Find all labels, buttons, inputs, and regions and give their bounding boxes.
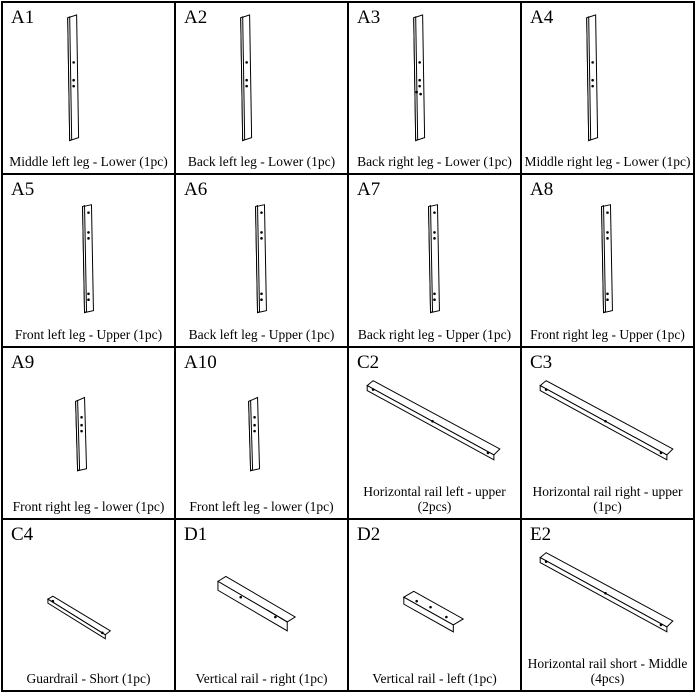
horizontal-rail-right-upper-drawing: [539, 379, 674, 461]
part-code: A5: [11, 179, 35, 201]
part-code: A1: [11, 7, 35, 28]
back-left-leg-upper-drawing: [255, 204, 267, 314]
vertical-rail-right-drawing: [216, 575, 297, 632]
part-code: A8: [530, 179, 554, 201]
part-caption: Front right leg - lower (1pc): [12, 498, 165, 514]
part-code: C3: [530, 351, 553, 373]
part-code: A2: [184, 7, 208, 28]
guardrail-short-drawing: [46, 595, 112, 640]
part-code: A10: [184, 351, 217, 373]
part-caption: Horizontal rail short - Middle (4pcs): [527, 656, 688, 686]
part-code: A3: [357, 7, 381, 28]
part-caption: Vertical rail - right (1pc): [195, 671, 328, 686]
part-caption: Front left leg - Upper (1pc): [14, 326, 163, 342]
part-caption: Back right leg - Upper (1pc): [357, 326, 512, 342]
part-caption: Back left leg - Lower (1pc): [187, 154, 336, 170]
part-caption: Back left leg - Upper (1pc): [188, 326, 335, 342]
vertical-rail-left-drawing: [402, 590, 465, 633]
part-caption: Vertical rail - left (1pc): [372, 671, 497, 686]
part-code: D2: [357, 523, 381, 545]
horizontal-rail-short-middle-drawing: [539, 551, 674, 633]
part-caption: Middle left leg - Lower (1pc): [9, 154, 168, 170]
part-code: C2: [357, 351, 380, 373]
part-caption: Middle right leg - Lower (1pc): [524, 154, 691, 170]
back-right-leg-lower-drawing: [413, 14, 426, 142]
front-left-leg-lower-drawing: [248, 396, 261, 472]
horizontal-rail-left-upper-drawing: [366, 379, 501, 461]
part-caption: Front right leg - Upper (1pc): [530, 326, 685, 342]
part-caption: Horizontal rail left - upper (2pcs): [363, 483, 506, 514]
part-code: E2: [530, 523, 552, 545]
front-right-leg-upper-drawing: [601, 204, 613, 314]
part-code: A4: [530, 7, 554, 28]
part-code: C4: [11, 523, 34, 545]
part-caption: Back right leg - Lower (1pc): [357, 154, 512, 170]
part-code: A7: [357, 179, 381, 201]
part-caption: Front left leg - lower (1pc): [189, 498, 334, 514]
middle-left-leg-lower-drawing: [67, 14, 80, 142]
part-code: D1: [184, 523, 208, 545]
middle-right-leg-lower-drawing: [586, 14, 599, 142]
front-left-leg-upper-drawing: [82, 204, 94, 314]
front-right-leg-lower-drawing: [75, 396, 88, 472]
part-code: A6: [184, 179, 208, 201]
part-caption: Horizontal rail right - upper (1pc): [532, 483, 683, 514]
part-code: A9: [11, 351, 35, 373]
back-right-leg-upper-drawing: [428, 204, 440, 314]
part-caption: Guardrail - Short (1pc): [26, 671, 151, 686]
back-left-leg-lower-drawing: [240, 14, 253, 142]
